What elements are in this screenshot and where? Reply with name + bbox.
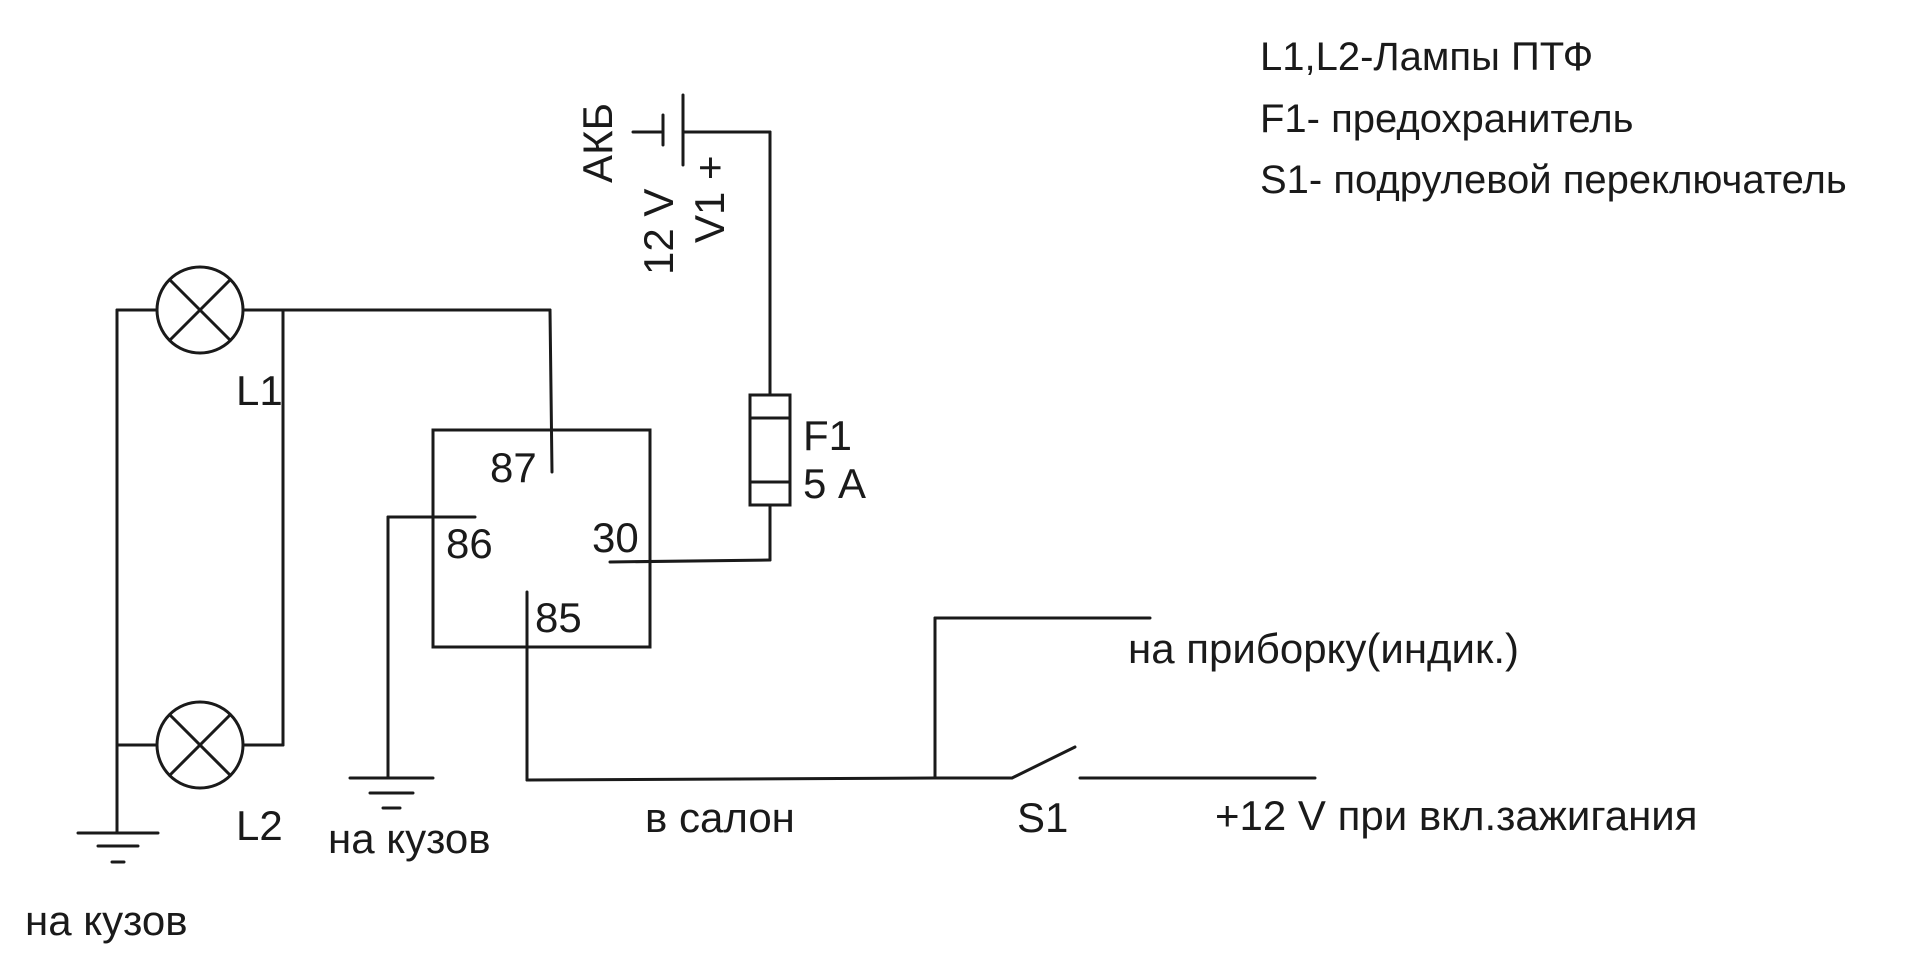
- relay-pin30-wire: [608, 558, 772, 564]
- battery-voltage: 12 V: [635, 189, 682, 275]
- switch-s1-symbol: [1010, 745, 1317, 780]
- lamp-l1-symbol: [155, 265, 245, 355]
- battery-id: V1: [686, 192, 733, 243]
- battery-name: АКБ: [574, 103, 621, 183]
- relay-pin85-label: 85: [535, 594, 582, 641]
- relay-pin87-label: 87: [490, 444, 537, 491]
- ground-relay-symbol: [348, 776, 435, 810]
- legend-lamps: L1,L2-Лампы ПТФ: [1260, 35, 1593, 79]
- legend-fuse: F1- предохранитель: [1260, 97, 1633, 141]
- relay-pin30-label: 30: [592, 514, 639, 561]
- fuse-symbol: [748, 393, 792, 562]
- relay-pin86-label: 86: [446, 520, 493, 567]
- relay: [386, 428, 772, 782]
- lamp-l1-label: L1: [236, 367, 283, 414]
- fuse-rating: 5 А: [803, 460, 866, 507]
- wire-dashboard-label: на приборку(индик.): [1128, 625, 1519, 672]
- battery-polarity: +: [686, 155, 733, 180]
- ground-left-label: на кузов: [25, 897, 188, 944]
- fuse-id: F1: [803, 412, 852, 459]
- lamp-wiring: [115, 308, 554, 835]
- wire-ignition-label: +12 V при вкл.зажигания: [1215, 792, 1698, 839]
- salon-wiring: [525, 616, 1152, 782]
- legend-switch: S1- подрулевой переключатель: [1260, 158, 1847, 202]
- lamp-l2-label: L2: [236, 802, 283, 849]
- ground-relay-label: на кузов: [328, 815, 491, 862]
- wire-salon-label: в салон: [645, 794, 795, 841]
- ground-left-symbol: [76, 831, 160, 864]
- lamp-l2-symbol: [155, 700, 245, 790]
- switch-s1-label: S1: [1017, 794, 1068, 841]
- battery-symbol: [631, 93, 772, 397]
